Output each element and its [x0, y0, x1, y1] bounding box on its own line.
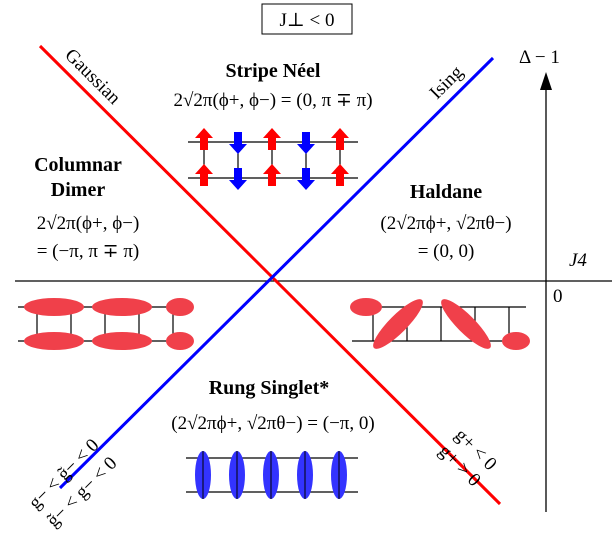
- dimer-ellipse: [166, 332, 194, 350]
- haldane-ladder: [350, 298, 530, 350]
- horizontal-axis-label: J4: [569, 250, 587, 271]
- title-box: [261, 3, 353, 35]
- haldane-formula-2: = (0, 0): [418, 241, 475, 262]
- columnar-dimer-name-1: Columnar: [34, 154, 122, 176]
- rung-singlet-ladder: [186, 451, 358, 499]
- dimer-ellipse: [24, 298, 84, 316]
- rung-singlet-name: Rung Singlet*: [209, 377, 330, 399]
- haldane-ellipse: [441, 299, 491, 349]
- spin-down-icon: [229, 168, 247, 190]
- dimer-ellipse: [24, 332, 84, 350]
- ising-label: Ising: [426, 61, 468, 103]
- spin-up-icon: [195, 128, 213, 150]
- spin-down-icon: [229, 132, 247, 154]
- haldane-formula-1: (2√2πϕ+, √2πθ−): [380, 213, 511, 234]
- haldane-ellipse: [350, 298, 382, 316]
- spin-up-icon: [263, 164, 281, 186]
- spin-up-icon: [195, 164, 213, 186]
- haldane-name: Haldane: [410, 181, 482, 203]
- stripe-neel-formula: 2√2π(ϕ+, ϕ−) = (0, π ∓ π): [173, 90, 372, 111]
- stripe-neel-spins: [195, 128, 349, 190]
- spin-up-icon: [263, 128, 281, 150]
- spin-down-icon: [297, 168, 315, 190]
- ising-line: [58, 56, 495, 490]
- stripe-neel-name: Stripe Néel: [226, 60, 321, 82]
- columnar-dimer-formula-2: = (−π, π ∓ π): [37, 241, 140, 262]
- haldane-ellipse: [373, 299, 423, 349]
- spin-up-icon: [331, 164, 349, 186]
- columnar-dimer-ladder: [18, 298, 194, 350]
- title-label: J⊥ < 0: [280, 10, 335, 31]
- gaussian-line: [38, 44, 502, 506]
- spin-up-icon: [331, 128, 349, 150]
- haldane-ellipse: [502, 332, 530, 350]
- columnar-dimer-name-2: Dimer: [51, 179, 106, 201]
- dimer-ellipse: [92, 332, 152, 350]
- origin-label: 0: [553, 286, 563, 307]
- vertical-axis-arrowhead: [540, 72, 552, 90]
- rung-singlet-formula: (2√2πϕ+, √2πθ−) = (−π, 0): [171, 413, 374, 434]
- columnar-dimer-formula-1: 2√2π(ϕ+, ϕ−): [37, 213, 140, 234]
- vertical-axis-label: Δ − 1: [519, 47, 560, 68]
- spin-down-icon: [297, 132, 315, 154]
- dimer-ellipse: [166, 298, 194, 316]
- dimer-ellipse: [92, 298, 152, 316]
